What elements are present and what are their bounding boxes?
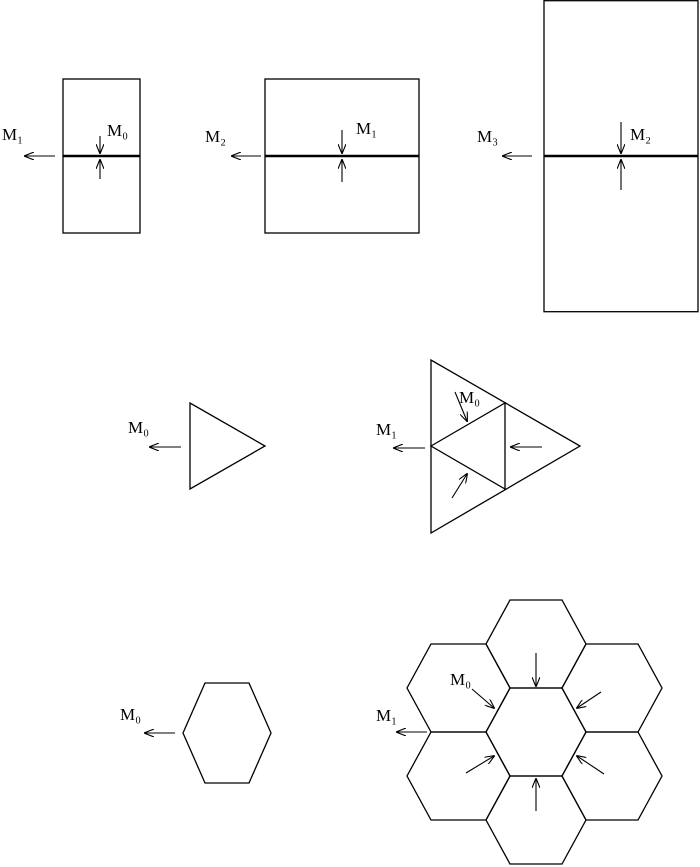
hexagon-single-panel: M₀ — [120, 682, 272, 784]
in-label: M₀ — [459, 388, 480, 407]
out-label: M₃ — [477, 127, 498, 146]
in-label: M₂ — [630, 125, 651, 144]
in-label: M₁ — [356, 119, 377, 138]
hexagon-cluster-panel: M₁ M₀ — [376, 599, 663, 865]
out-label: M₂ — [205, 127, 226, 146]
triangle-outline — [189, 401, 267, 491]
out-label: M₁ — [2, 125, 23, 144]
hexagon-top-right — [561, 643, 663, 733]
out-label: M₀ — [120, 705, 141, 724]
triangle-subdivided-panel: M₁ M₀ — [376, 358, 582, 535]
out-label: M₁ — [376, 420, 397, 439]
out-label: M₀ — [128, 418, 149, 437]
inward-arrow-upper — [454, 391, 467, 421]
rectangle-m1-panel: M₂ M₁ — [205, 78, 420, 234]
inward-arrow-upper-right — [577, 691, 602, 708]
in-label: M₀ — [450, 670, 471, 689]
hexagon-outline — [182, 682, 272, 784]
rectangle-m0-panel: M₁ M₀ — [2, 78, 141, 234]
inward-arrow-lower — [451, 474, 467, 499]
in-label: M₀ — [107, 121, 128, 140]
inner-triangle — [429, 401, 506, 491]
rectangle-m2-panel: M₃ M₂ — [477, 0, 699, 313]
out-label: M₁ — [376, 706, 397, 725]
triangle-single-panel: M₀ — [128, 401, 267, 491]
hexagon-bottom-right — [561, 731, 663, 821]
hexagon-center — [485, 687, 587, 777]
inward-arrow-upper-left — [471, 688, 494, 708]
inward-arrow-lower-left — [465, 756, 494, 774]
hexagon-bottom-left — [406, 731, 511, 821]
inward-arrow-lower-right — [577, 756, 605, 775]
